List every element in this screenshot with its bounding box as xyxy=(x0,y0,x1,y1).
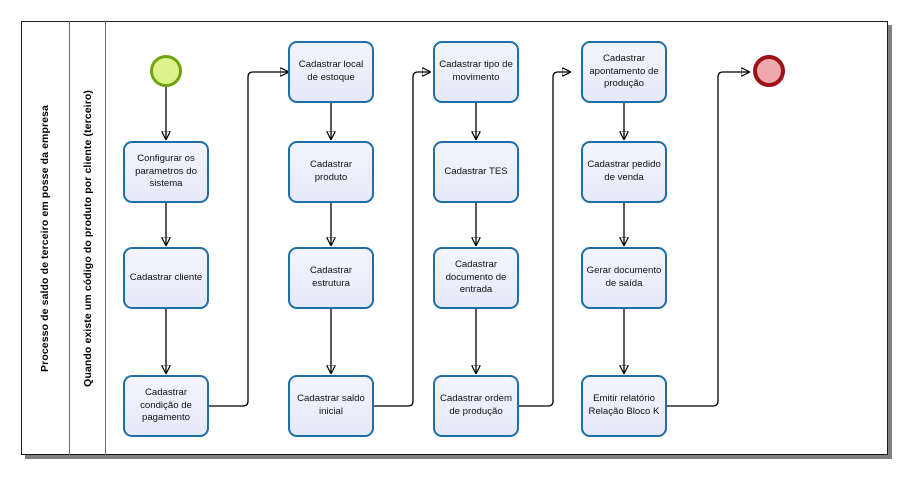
task-label: Cadastrar apontamento de produção xyxy=(589,53,659,90)
pool-shadow-right xyxy=(888,25,892,459)
task-label: Configurar os parametros do sistema xyxy=(135,153,197,190)
task-label: Cadastrar condição de pagamento xyxy=(140,387,192,424)
task-cadastrar-condicao-pagamento[interactable]: Cadastrar condição de pagamento xyxy=(123,375,209,437)
task-configurar-parametros[interactable]: Configurar os parametros do sistema xyxy=(123,141,209,203)
task-gerar-documento-saida[interactable]: Gerar documento de saída xyxy=(581,247,667,309)
task-label: Emitir relatório Relação Bloco K xyxy=(588,393,660,417)
task-cadastrar-documento-entrada[interactable]: Cadastrar documento de entrada xyxy=(433,247,519,309)
task-cadastrar-tes[interactable]: Cadastrar TES xyxy=(433,141,519,203)
task-label: Cadastrar documento de entrada xyxy=(445,259,507,296)
pool-title-cell: Processo de saldo de terceiro em posse d… xyxy=(21,21,70,455)
end-event[interactable] xyxy=(753,55,785,87)
start-event[interactable] xyxy=(150,55,182,87)
task-label: Cadastrar produto xyxy=(309,159,353,183)
task-cadastrar-cliente[interactable]: Cadastrar cliente xyxy=(123,247,209,309)
task-label: Cadastrar ordem de produção xyxy=(440,393,512,417)
task-label: Cadastrar pedido de venda xyxy=(587,159,661,183)
task-label: Cadastrar estrutura xyxy=(309,265,353,289)
task-cadastrar-local-estoque[interactable]: Cadastrar local de estoque xyxy=(288,41,374,103)
task-cadastrar-tipo-movimento[interactable]: Cadastrar tipo de movimento xyxy=(433,41,519,103)
lane-title: Quando existe um código do produto por c… xyxy=(81,89,94,387)
pool-shadow-bottom xyxy=(25,455,892,459)
task-cadastrar-saldo-inicial[interactable]: Cadastrar saldo inicial xyxy=(288,375,374,437)
task-label: Cadastrar tipo de movimento xyxy=(439,59,513,83)
task-label: Cadastrar saldo inicial xyxy=(297,393,365,417)
task-emitir-relatorio-bloco-k[interactable]: Emitir relatório Relação Bloco K xyxy=(581,375,667,437)
task-cadastrar-estrutura[interactable]: Cadastrar estrutura xyxy=(288,247,374,309)
pool-title: Processo de saldo de terceiro em posse d… xyxy=(39,104,51,372)
task-label: Cadastrar cliente xyxy=(129,271,203,283)
task-cadastrar-ordem-producao[interactable]: Cadastrar ordem de produção xyxy=(433,375,519,437)
task-label: Gerar documento de saída xyxy=(586,265,662,289)
task-cadastrar-pedido-venda[interactable]: Cadastrar pedido de venda xyxy=(581,141,667,203)
task-cadastrar-apontamento-producao[interactable]: Cadastrar apontamento de produção xyxy=(581,41,667,103)
task-label: Cadastrar local de estoque xyxy=(298,59,364,83)
task-cadastrar-produto[interactable]: Cadastrar produto xyxy=(288,141,374,203)
task-label: Cadastrar TES xyxy=(444,165,508,177)
lane-title-cell: Quando existe um código do produto por c… xyxy=(70,21,106,455)
